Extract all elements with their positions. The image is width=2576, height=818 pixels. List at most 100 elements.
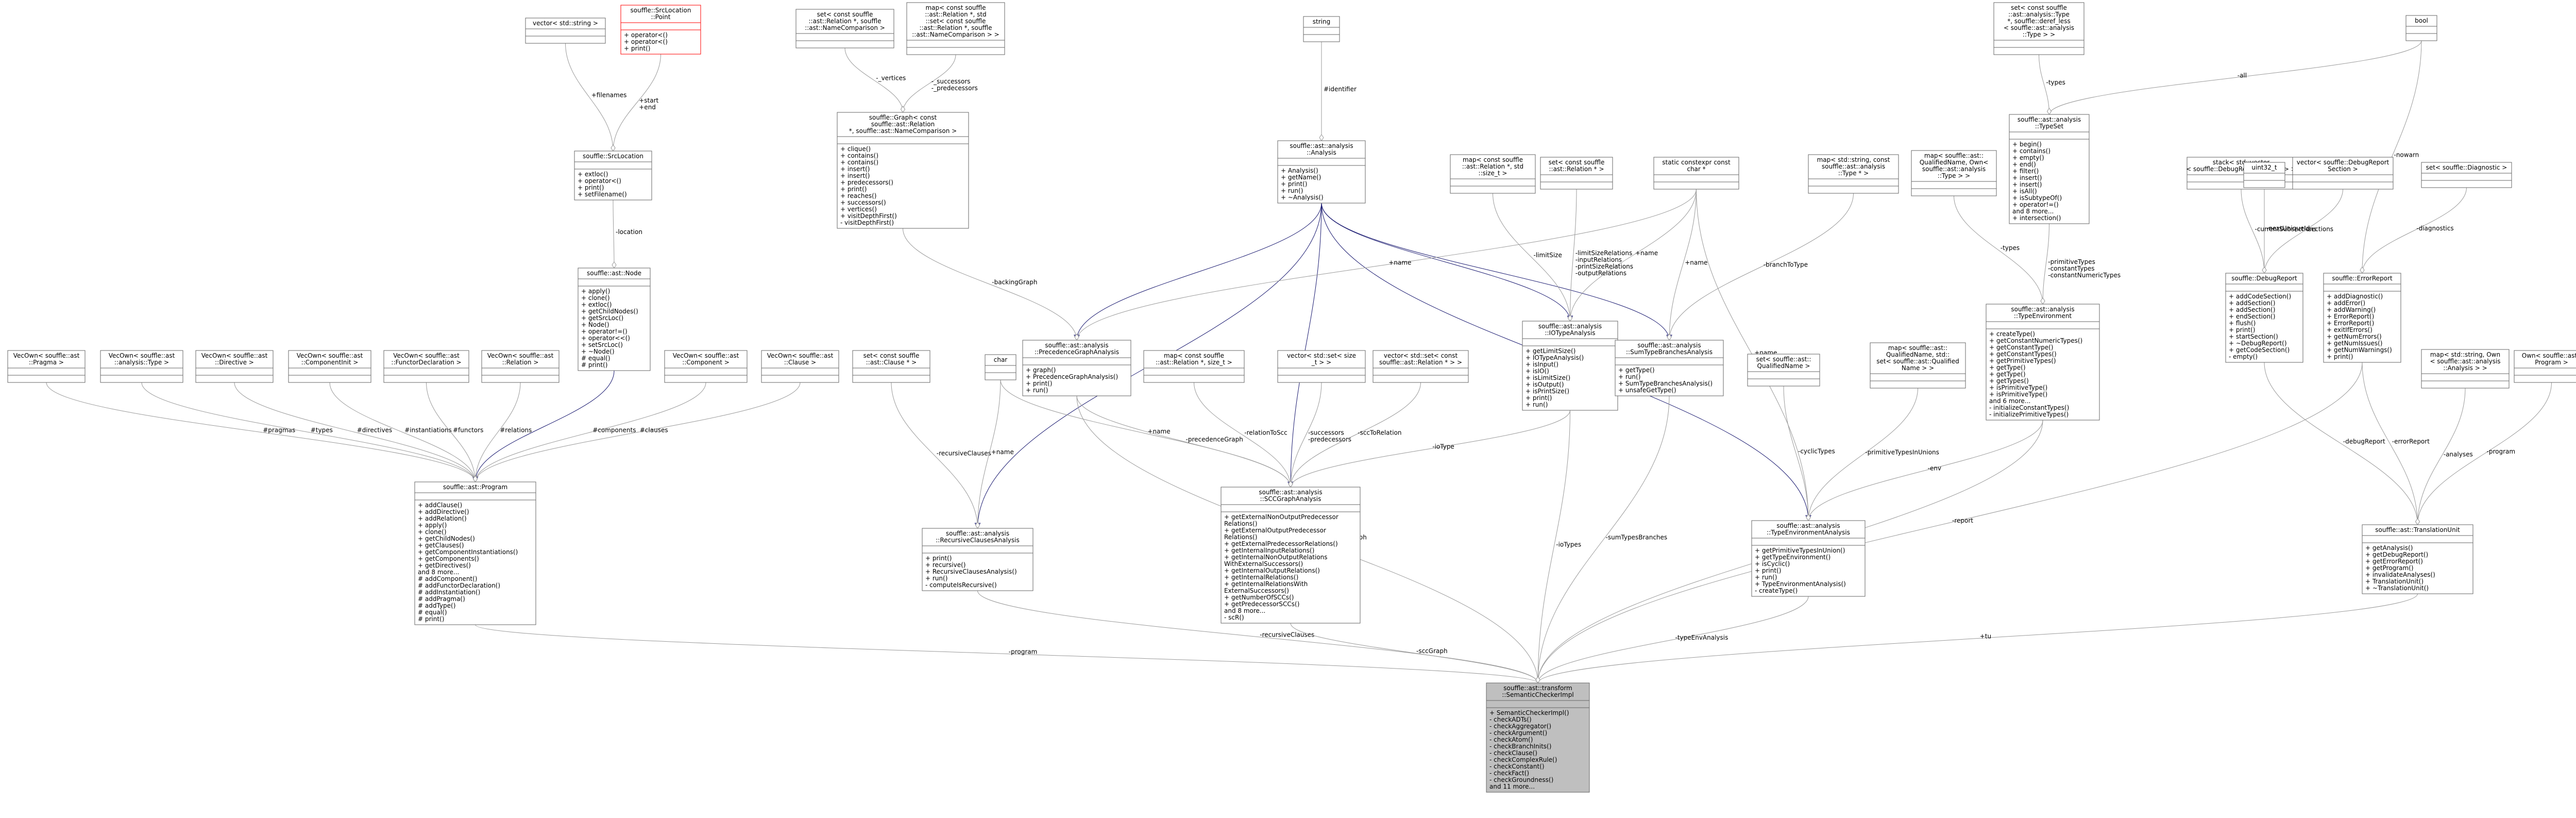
class-node-sumtype[interactable]: souffle::ast::analysis::SumTypeBranchesA… [1615, 340, 1724, 396]
edge-line [475, 382, 521, 482]
class-node-mapsucc[interactable]: map< const souffle::ast::Relation *, std… [906, 2, 1005, 55]
aggregation-diamond [2360, 266, 2365, 274]
class-node-mapstrtype[interactable]: map< std::string, constsouffle::ast::ana… [1808, 154, 1899, 194]
class-node-analysis[interactable]: souffle::ast::analysis::Analysis+ Analys… [1277, 140, 1366, 204]
edge-line [46, 382, 476, 482]
class-method: Relations() [1224, 533, 1257, 541]
class-node-char[interactable]: char [985, 354, 1016, 380]
class-title-line: souffle::ast::TranslationUnit [2375, 526, 2460, 533]
class-method: + flush() [2229, 320, 2256, 327]
edge-label: +name [991, 448, 1014, 456]
class-node-settypes[interactable]: set< const souffle::ast::analysis::Type*… [1993, 2, 2084, 55]
class-method: + print() [624, 45, 650, 52]
class-title-line: ::ast::NameComparison > > [912, 31, 999, 38]
class-node-setdiag[interactable]: set< souffle::Diagnostic > [2421, 162, 2512, 188]
class-method: and 8 more... [1224, 607, 1265, 614]
class-method: + addCodeSection() [2229, 293, 2291, 300]
class-node-vecpragma[interactable]: VecOwn< souffle::ast::Pragma > [7, 350, 86, 383]
class-method: - scR() [1224, 614, 1244, 621]
class-node-debugreport[interactable]: souffle::DebugReport+ addCodeSection()+ … [2225, 273, 2303, 363]
class-method: + getChildNodes() [581, 308, 638, 315]
edge-line [1669, 193, 1854, 341]
class-method: + run() [1618, 373, 1640, 380]
class-node-sccgraph[interactable]: souffle::ast::analysis::SCCGraphAnalysis… [1221, 487, 1361, 624]
class-node-bool[interactable]: bool [2405, 15, 2437, 41]
edge-label: -relationToScc [1244, 429, 1287, 437]
class-title-line: souffle::ErrorReport [2332, 275, 2393, 282]
class-title-line: ::ast::Relation * > [1549, 165, 1604, 173]
class-node-uint32[interactable]: uint32_t [2243, 162, 2285, 188]
class-node-mapstranalysis[interactable]: map< std::string, Own< souffle::ast::ana… [2421, 349, 2510, 389]
class-node-precedencegraph[interactable]: souffle::ast::analysis::PrecedenceGraphA… [1022, 340, 1131, 396]
edge-line [475, 382, 706, 482]
class-node-setqualname[interactable]: set< souffle::ast::QualifiedName > [1747, 354, 1820, 387]
class-method: + graph() [1026, 366, 1056, 374]
class-node-vecclause[interactable]: VecOwn< souffle::ast::Clause > [761, 350, 839, 383]
class-node-mapsize[interactable]: map< const souffle::ast::Relation *, std… [1450, 154, 1536, 194]
aggregation-diamond [2046, 108, 2052, 115]
class-node-graph[interactable]: souffle::Graph< constsouffle::ast::Relat… [837, 112, 969, 229]
class-method: + reaches() [840, 192, 876, 199]
edge-label: -precedenceGraph [1186, 436, 1243, 443]
aggregation-diamond [975, 522, 980, 529]
class-method: + IOTypeAnalysis() [1526, 354, 1584, 361]
edge-label: -ioType [1432, 443, 1454, 450]
class-title-line: souffle::ast::analysis [1538, 323, 1602, 330]
class-node-veccomponent[interactable]: VecOwn< souffle::ast::Component > [664, 350, 748, 383]
class-node-vecdirective[interactable]: VecOwn< souffle::ast::Directive > [195, 350, 274, 383]
edge-mapstrtype-to-sumtype: -branchToType [1667, 193, 1854, 341]
class-title-line: ::Point [651, 13, 671, 21]
class-method: + print() [2327, 353, 2353, 360]
edge-label: #relations [500, 427, 532, 434]
class-method: + getInternalOutputRelations() [1224, 567, 1320, 574]
class-node-recursiveclauses[interactable]: souffle::ast::analysis::RecursiveClauses… [922, 528, 1033, 591]
class-node-srcpoint[interactable]: souffle::SrcLocation::Point+ operator<()… [620, 5, 701, 55]
edge-line [903, 54, 956, 113]
class-method: ExternalSuccessors() [1224, 587, 1289, 594]
class-node-vecrelation[interactable]: VecOwn< souffle::ast::Relation > [481, 350, 560, 383]
edge-line [234, 382, 476, 482]
class-method: + vertices() [840, 206, 877, 213]
class-node-mapqualname[interactable]: map< souffle::ast::QualifiedName, Own<so… [1911, 150, 1997, 196]
class-title-line: bool [2415, 17, 2428, 24]
class-title-line: souffle::ast::analysis [1290, 142, 1353, 149]
edge-typelattice-to-typeenv: -primitiveTypes-constantTypes-constantNu… [2040, 223, 2121, 305]
edge-string-to-analysis: #identifier [1319, 41, 1357, 141]
class-node-mapqualset[interactable]: map< souffle::ast::QualifiedName, std::s… [1870, 342, 1966, 389]
class-node-mapsccsize[interactable]: map< const souffle::ast::Relation *, siz… [1143, 350, 1245, 383]
edge-label: #types [311, 427, 333, 434]
class-node-setrel[interactable]: set< const souffle::ast::Relation * > [1540, 157, 1613, 190]
class-node-vecstring[interactable]: vector< std::string > [525, 18, 606, 44]
class-node-errorreport[interactable]: souffle::ErrorReport+ addDiagnostic()+ a… [2323, 273, 2401, 363]
edge-label: -primitiveTypesInUnions [1865, 449, 1939, 456]
class-node-typelattice[interactable]: souffle::ast::analysis::TypeSet+ begin()… [2009, 114, 2090, 224]
class-node-program[interactable]: souffle::ast::Program+ addClause()+ addD… [414, 481, 536, 625]
class-box [1486, 682, 1590, 793]
class-node-vecsection[interactable]: vector< souffle::DebugReportSection > [2292, 157, 2394, 190]
edge-program-to-checker: -program [475, 624, 1540, 683]
class-node-typeenv[interactable]: souffle::ast::analysis::TypeEnvironment+… [1986, 304, 2100, 421]
edge-line [844, 47, 903, 113]
class-node-srclocation[interactable]: souffle::SrcLocation+ extloc()+ operator… [574, 151, 652, 201]
class-title-line: ::Component > [682, 359, 730, 366]
class-node-veccompinit[interactable]: VecOwn< souffle::ast::ComponentInit > [288, 350, 371, 383]
class-method: - checkClause() [1489, 749, 1537, 757]
class-method: + ~Analysis() [1281, 194, 1324, 201]
class-node-vecsetsize[interactable]: vector< std::set< size_t > > [1277, 350, 1366, 383]
edge-line [1783, 386, 1809, 521]
class-node-string[interactable]: string [1303, 16, 1340, 42]
class-node-vectype[interactable]: VecOwn< souffle::ast::analysis::Type > [100, 350, 183, 383]
class-node-iotype[interactable]: souffle::ast::analysis::IOTypeAnalysis+ … [1522, 321, 1618, 411]
class-node-checker[interactable]: souffle::ast::transform::SemanticChecker… [1486, 682, 1590, 793]
class-node-node[interactable]: souffle::ast::Node+ apply()+ clone()+ ex… [578, 268, 651, 371]
class-node-translationunit[interactable]: souffle::ast::TranslationUnit+ getAnalys… [2362, 524, 2473, 594]
class-node-typeenvanalysis[interactable]: souffle::ast::analysis::TypeEnvironmentA… [1751, 520, 1866, 597]
class-node-vecfunctor[interactable]: VecOwn< souffle::ast::FunctorDeclaration… [383, 350, 469, 383]
class-method: + addSection() [2229, 306, 2275, 313]
class-node-vecsetrel[interactable]: vector< std::set< constsouffle::ast::Rel… [1372, 350, 1469, 383]
edge-bool-to-typelattice: -all [2046, 40, 2422, 115]
class-node-ownprogram[interactable]: Own< souffle::ast::Program > [2514, 350, 2576, 383]
class-node-setclause[interactable]: set< const souffle::ast::Clause * > [852, 350, 930, 383]
class-node-setvertices[interactable]: set< const souffle::ast::Relation *, sou… [795, 9, 894, 48]
